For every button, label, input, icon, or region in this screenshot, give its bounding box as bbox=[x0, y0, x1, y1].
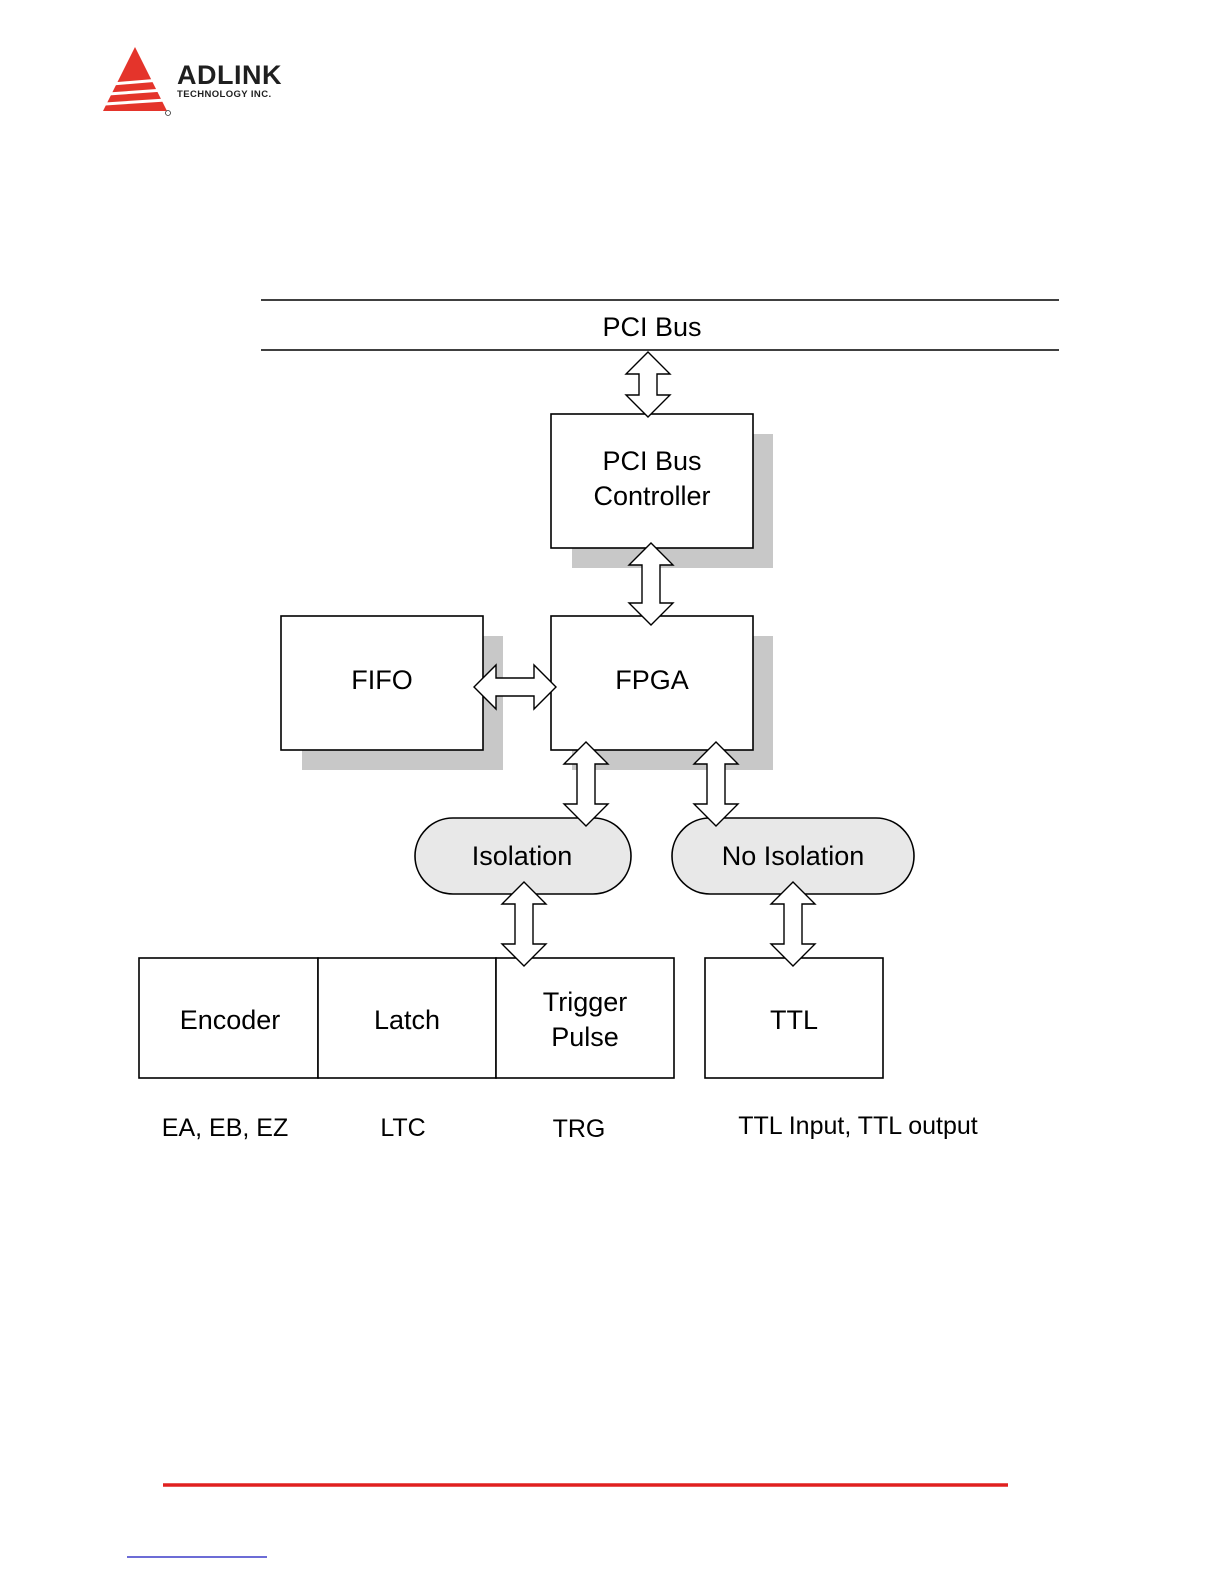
encoder-signals-caption: EA, EB, EZ bbox=[162, 1114, 288, 1142]
trigger-pulse-box bbox=[496, 958, 674, 1078]
pci-bus-label: PCI Bus bbox=[602, 312, 701, 342]
controller-label-line1: PCI Bus bbox=[602, 446, 701, 476]
registered-mark-icon bbox=[166, 111, 171, 116]
brand-name: ADLINK bbox=[177, 60, 282, 90]
no-isolation-label: No Isolation bbox=[722, 841, 865, 871]
trigger-label-line1: Trigger bbox=[543, 987, 628, 1017]
ttl-signals-caption: TTL Input, TTL output bbox=[738, 1112, 978, 1140]
fifo-label: FIFO bbox=[351, 665, 413, 695]
trigger-label-line2: Pulse bbox=[551, 1022, 619, 1052]
latch-signals-caption: LTC bbox=[380, 1114, 425, 1142]
brand-tagline: TECHNOLOGY INC. bbox=[177, 89, 272, 100]
bus-controller-arrow bbox=[626, 352, 670, 417]
trigger-signals-caption: TRG bbox=[553, 1115, 606, 1143]
encoder-label: Encoder bbox=[180, 1005, 281, 1035]
isolation-label: Isolation bbox=[472, 841, 573, 871]
controller-label-line2: Controller bbox=[593, 481, 710, 511]
adlink-logo: ADLINK TECHNOLOGY INC. bbox=[103, 47, 282, 116]
latch-label: Latch bbox=[374, 1005, 440, 1035]
ttl-label: TTL bbox=[770, 1005, 818, 1035]
fpga-label: FPGA bbox=[615, 665, 689, 695]
